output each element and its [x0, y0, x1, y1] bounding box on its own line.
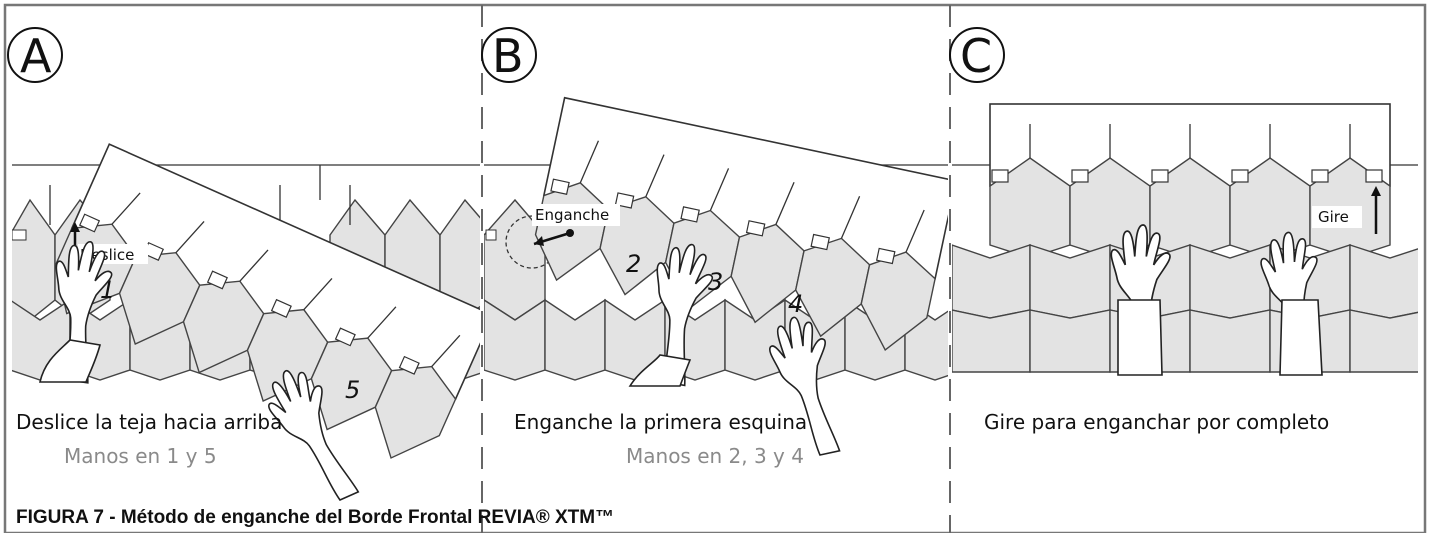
letter-a: A [20, 29, 52, 83]
label-gire: Gire [1318, 208, 1349, 226]
hand-wrist-icon [38, 339, 101, 383]
caption-a: Deslice la teja hacia arriba [16, 410, 282, 434]
slide-arrow-head [70, 222, 80, 232]
label-2: 2 [626, 250, 641, 278]
panel-a: Deslice 1 5 [12, 143, 480, 459]
letter-b: B [492, 29, 524, 83]
figure-title: FIGURA 7 - Método de enganche del Borde … [16, 507, 614, 528]
panel-b-installed-shingles [484, 164, 948, 381]
caption-c: Gire para enganchar por completo [984, 410, 1329, 434]
sub-b: Manos en 2, 3 y 4 [626, 444, 804, 468]
panel-b: Enganche 2 3 4 [484, 96, 948, 388]
label-enganche: Enganche [535, 206, 609, 224]
letter-c-circle [949, 27, 1005, 83]
letter-c: C [960, 29, 992, 83]
label-5: 5 [345, 376, 360, 404]
figure-frame [3, 3, 1427, 533]
label-4: 4 [788, 290, 803, 318]
panel-c: Gire [952, 103, 1418, 376]
sub-a: Manos en 1 y 5 [64, 444, 217, 468]
letter-a-circle [7, 27, 63, 83]
label-3: 3 [708, 268, 723, 296]
panel-b-tilted-shingle [534, 96, 948, 351]
caption-b: Enganche la primera esquina [514, 410, 807, 434]
letter-b-circle [481, 27, 537, 83]
